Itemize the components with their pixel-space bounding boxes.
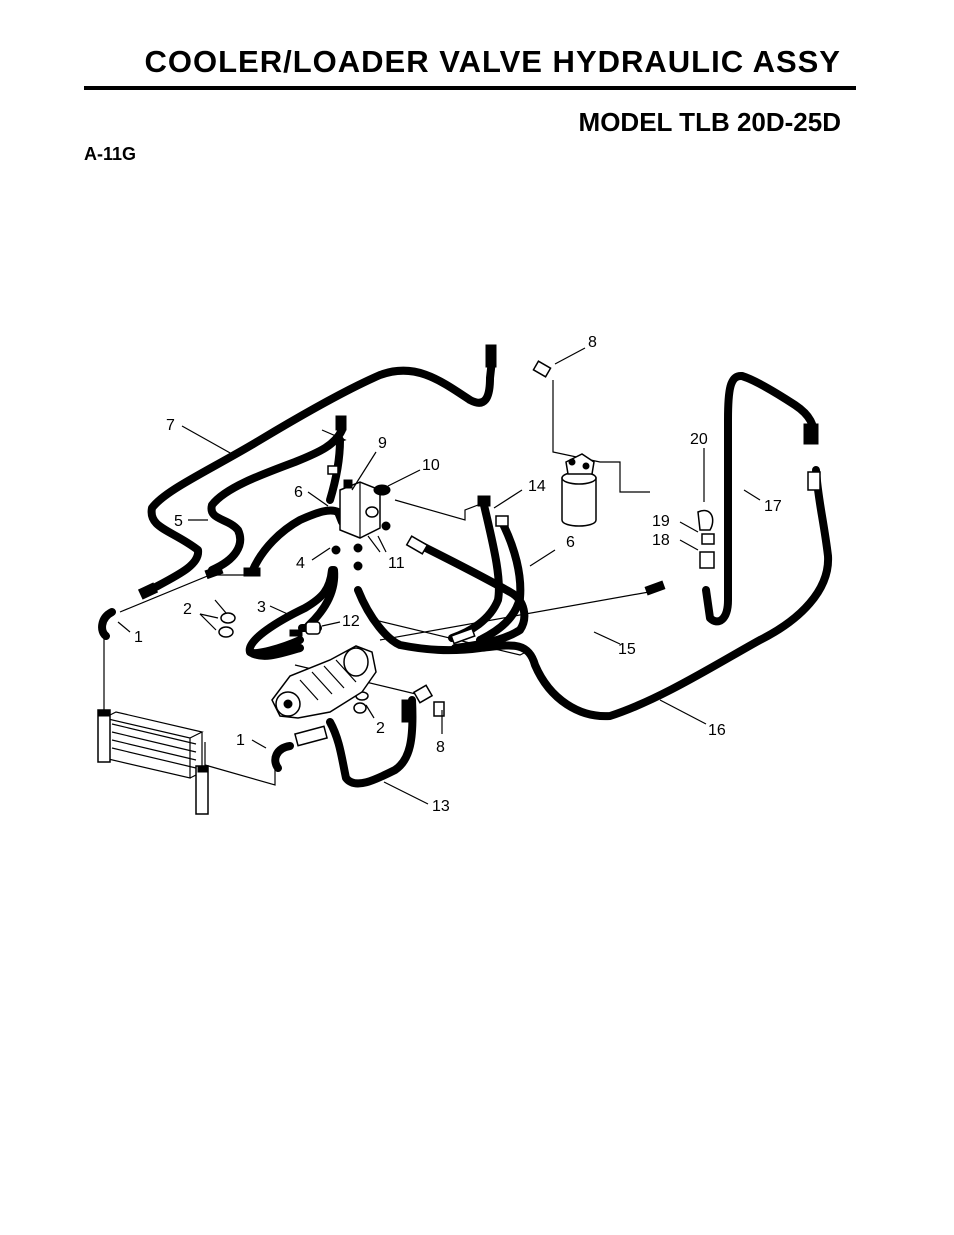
hose-3b xyxy=(245,566,336,657)
callout-5: 5 xyxy=(174,513,183,530)
leader-lines xyxy=(117,347,761,805)
callout-1: 1 xyxy=(236,732,245,749)
hose-6b xyxy=(476,518,525,644)
callout-2: 2 xyxy=(376,720,385,737)
hose-7 xyxy=(146,356,496,594)
callout-8: 8 xyxy=(588,334,597,351)
callout-6: 6 xyxy=(566,534,575,551)
callout-9: 9 xyxy=(378,435,387,452)
callout-17: 17 xyxy=(764,498,782,515)
loader-valve xyxy=(327,465,391,539)
callout-10: 10 xyxy=(422,457,440,474)
hose-5 xyxy=(207,426,346,574)
callout-19: 19 xyxy=(652,513,670,530)
pump xyxy=(271,621,377,719)
callout-labels: 1 1 2 2 3 4 5 6 6 7 8 8 9 10 11 12 13 14… xyxy=(134,334,782,815)
callout-16: 16 xyxy=(708,722,726,739)
callout-6: 6 xyxy=(294,484,303,501)
callout-7: 7 xyxy=(166,417,175,434)
callout-18: 18 xyxy=(652,532,670,549)
callout-13: 13 xyxy=(432,798,450,815)
hoses xyxy=(146,356,833,788)
hose-17 xyxy=(702,372,819,626)
oil-cooler xyxy=(97,709,209,815)
callout-8: 8 xyxy=(436,739,445,756)
callout-11: 11 xyxy=(388,555,405,572)
filter xyxy=(561,453,597,527)
callout-12: 12 xyxy=(342,613,360,630)
callout-14: 14 xyxy=(528,478,546,495)
hose-16 xyxy=(354,466,833,721)
callout-20: 20 xyxy=(690,431,708,448)
callout-4: 4 xyxy=(296,555,305,572)
page-code: A-11G xyxy=(84,144,137,164)
callout-2: 2 xyxy=(183,601,192,618)
title-rule xyxy=(84,86,856,90)
model-heading: MODEL TLB 20D-25D xyxy=(578,107,841,137)
hose-13 xyxy=(326,696,417,788)
callout-1: 1 xyxy=(134,629,143,646)
callout-3: 3 xyxy=(257,599,266,616)
callout-15: 15 xyxy=(618,641,636,658)
page-title: COOLER/LOADER VALVE HYDRAULIC ASSY xyxy=(144,44,841,79)
fittings xyxy=(98,344,821,772)
